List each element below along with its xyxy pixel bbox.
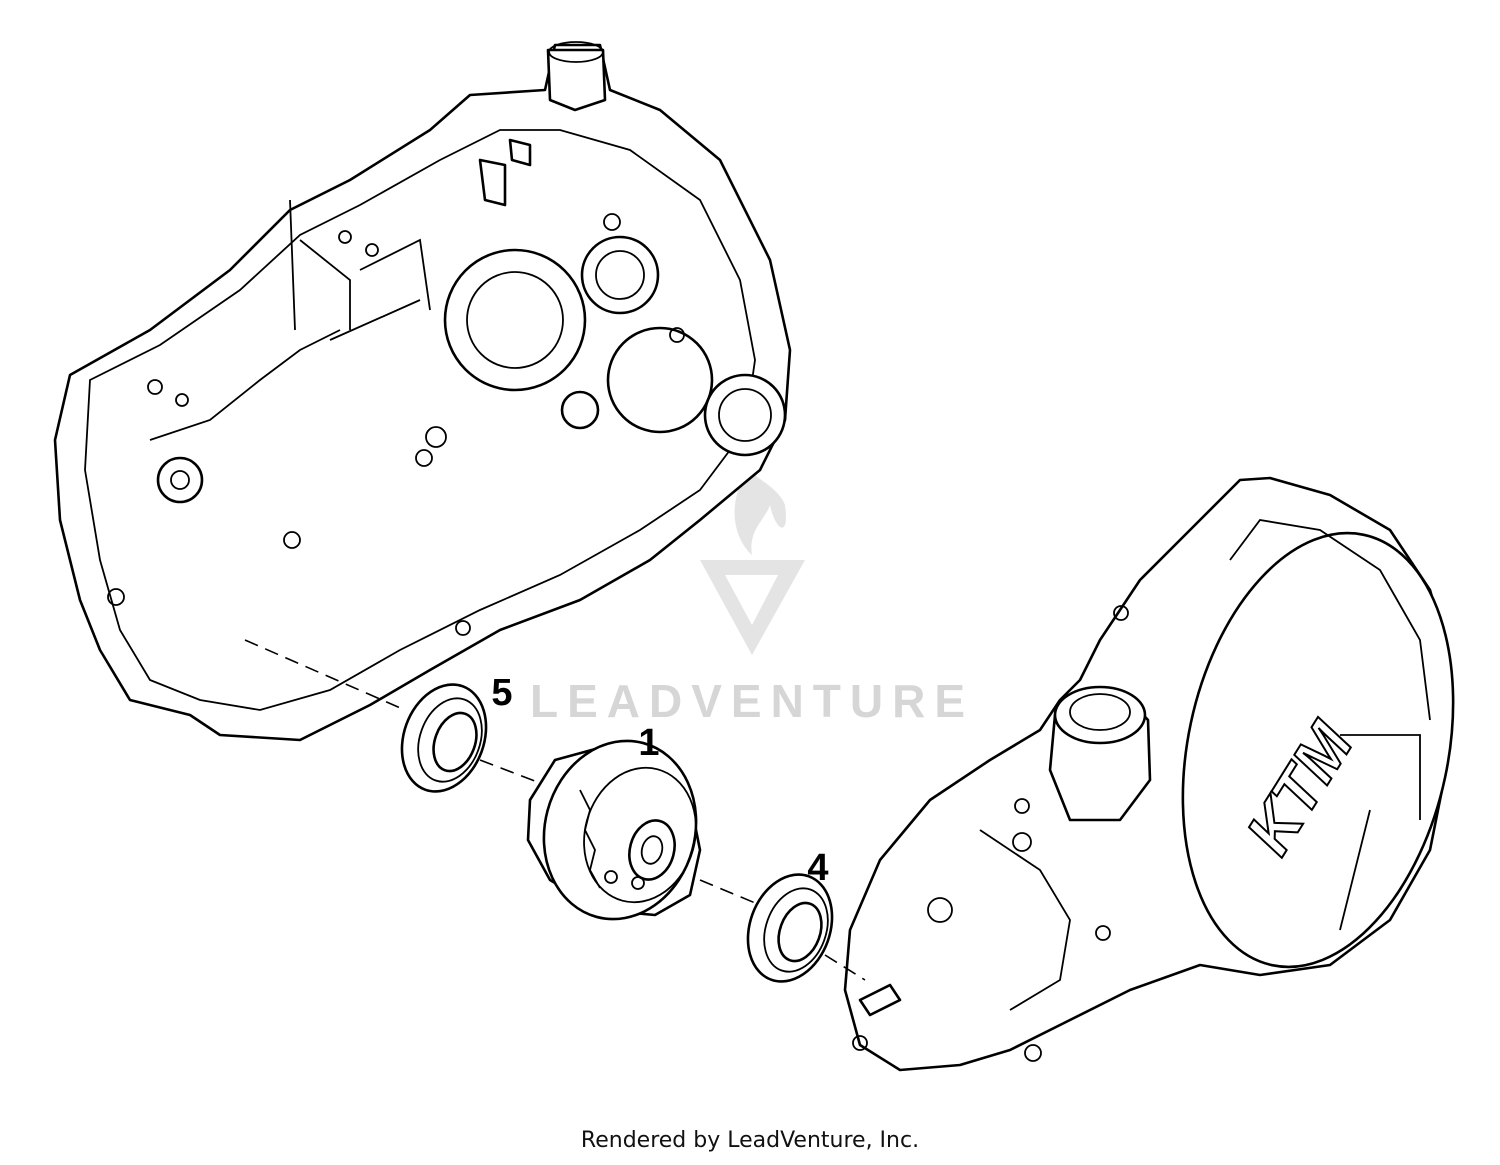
- callout-1-label: 1: [638, 722, 659, 764]
- watermark-text: LEADVENTURE: [530, 675, 974, 727]
- assembly-axis-line: [244, 639, 866, 981]
- watermark: LEADVENTURE: [530, 470, 974, 727]
- bearing-5: [400, 683, 488, 793]
- callout-5-label: 5: [491, 672, 512, 714]
- engine-cover: KTM: [843, 476, 1455, 1072]
- crankcase-half: [53, 41, 792, 742]
- flame-icon: [734, 470, 787, 555]
- footer-credit: Rendered by LeadVenture, Inc.: [580, 1128, 920, 1153]
- bearing-4: [746, 873, 834, 983]
- callout-4-label: 4: [807, 847, 828, 889]
- gear-assembly-1: [526, 739, 702, 921]
- v-logo-icon: [700, 560, 805, 655]
